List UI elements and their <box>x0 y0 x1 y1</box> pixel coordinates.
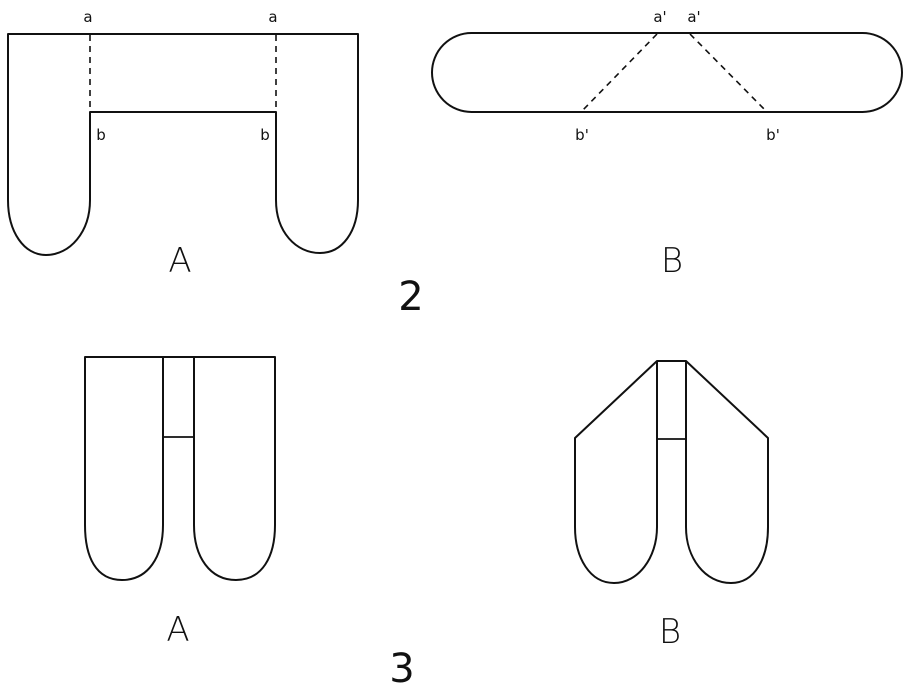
fig2a-outline <box>7 33 359 256</box>
fig3-panel-a: A <box>84 356 276 650</box>
fig2a-point-b-right: b <box>260 126 270 144</box>
fig3-panel-b: B <box>574 360 769 652</box>
fig2a-point-b-left: b <box>96 126 106 144</box>
fig2-panel-a: a a b b A <box>7 8 359 281</box>
fig2a-panel-label: A <box>168 241 191 281</box>
fig2b-point-a-left: a' <box>653 8 666 26</box>
figure-3-number: 3 <box>389 646 414 687</box>
fig2-panel-b: a' a' b' b' B <box>431 8 903 281</box>
fig2a-point-a-right: a <box>268 8 277 26</box>
figure-2-number: 2 <box>398 274 423 320</box>
fig3a-panel-label: A <box>166 610 189 650</box>
fig2b-right-fold-line <box>689 33 767 112</box>
fig3b-outline <box>574 360 769 584</box>
fig3b-panel-label: B <box>659 612 681 652</box>
fig2b-point-b-right: b' <box>766 126 780 144</box>
fig2b-point-a-right: a' <box>687 8 700 26</box>
fig2b-panel-label: B <box>661 241 683 281</box>
fig2b-outline <box>431 32 903 113</box>
fig2b-left-fold-line <box>581 33 658 112</box>
fig2a-point-a-left: a <box>83 8 92 26</box>
fig2b-point-b-left: b' <box>575 126 589 144</box>
fig3a-outline <box>84 356 276 581</box>
